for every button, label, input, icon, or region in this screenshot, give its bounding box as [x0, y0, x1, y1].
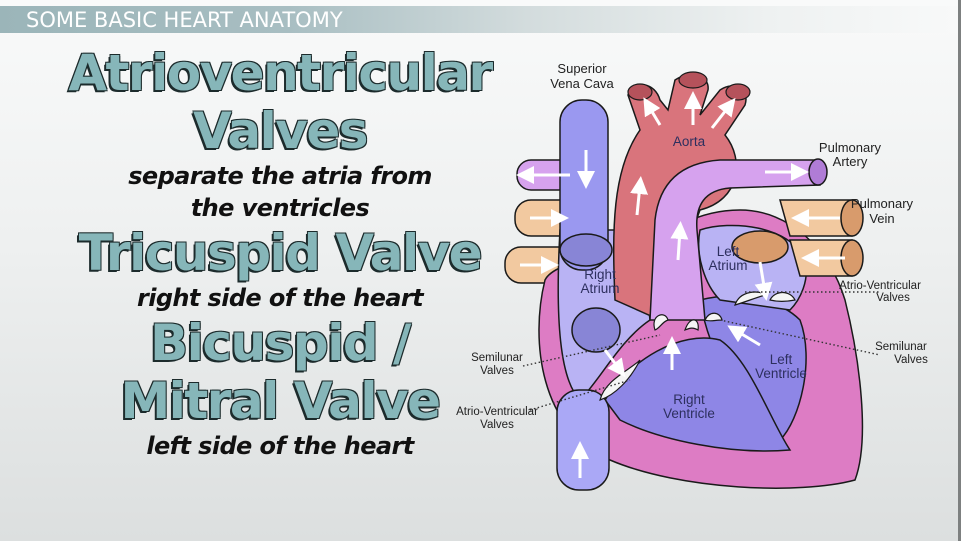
- label-left-ventricle: Left: [770, 352, 793, 367]
- inferior-vena-cava: [556, 389, 610, 491]
- caption-av-line2: the ventricles: [190, 194, 370, 222]
- heading-av-line1: Atrioventricular: [68, 44, 493, 102]
- heart-diagram: Superior Vena Cava Aorta Pulmonary Arter…: [456, 61, 928, 491]
- label-semilunar-right-2: Valves: [894, 354, 928, 366]
- title-banner: SOME BASIC HEART ANATOMY: [0, 6, 958, 33]
- label-semilunar-left: Semilunar: [471, 352, 523, 364]
- blood-flow-arrows: [516, 91, 845, 478]
- label-right-atrium: Right: [584, 267, 616, 282]
- label-av-valves-left-2: Valves: [480, 419, 514, 431]
- heading-av-line2: Valves: [192, 102, 369, 160]
- label-right-atrium-2: Atrium: [580, 281, 619, 296]
- label-semilunar-left-2: Valves: [480, 365, 514, 377]
- label-left-atrium-2: Atrium: [708, 258, 747, 273]
- label-superior-vena-cava: Superior: [557, 61, 607, 76]
- valves: [599, 291, 796, 401]
- label-pulmonary-vein: Pulmonary: [851, 196, 914, 211]
- label-pulmonary-artery-2: Artery: [833, 154, 868, 169]
- label-left-ventricle-2: Ventricle: [755, 366, 807, 381]
- label-av-valves-right: Atrio-Ventricular: [839, 280, 921, 292]
- label-av-valves-right-2: Valves: [876, 292, 910, 304]
- label-superior-vena-cava-2: Vena Cava: [550, 76, 614, 91]
- slide-title: SOME BASIC HEART ANATOMY: [26, 8, 343, 32]
- frame-edge: [958, 0, 961, 541]
- label-left-atrium: Left: [717, 244, 740, 259]
- caption-mitral: left side of the heart: [146, 432, 414, 460]
- right-ventricle: [604, 337, 792, 452]
- label-pulmonary-vein-2: Vein: [869, 211, 894, 226]
- leader-lines: [522, 291, 881, 411]
- label-semilunar-right: Semilunar: [875, 341, 927, 353]
- label-av-valves-left: Atrio-Ventricular: [456, 406, 538, 418]
- caption-tricuspid: right side of the heart: [136, 284, 424, 312]
- heading-bicuspid-line1: Bicuspid /: [150, 314, 411, 372]
- label-pulmonary-artery: Pulmonary: [819, 140, 882, 155]
- heading-tricuspid: Tricuspid Valve: [78, 224, 483, 282]
- label-aorta: Aorta: [673, 134, 706, 149]
- label-right-ventricle: Right: [673, 392, 705, 407]
- caption-av-line1: separate the atria from: [128, 162, 432, 190]
- label-right-ventricle-2: Ventricle: [663, 406, 715, 421]
- heading-bicuspid-line2: Mitral Valve: [120, 372, 441, 430]
- text-panel: Atrioventricular Valves separate the atr…: [30, 44, 530, 462]
